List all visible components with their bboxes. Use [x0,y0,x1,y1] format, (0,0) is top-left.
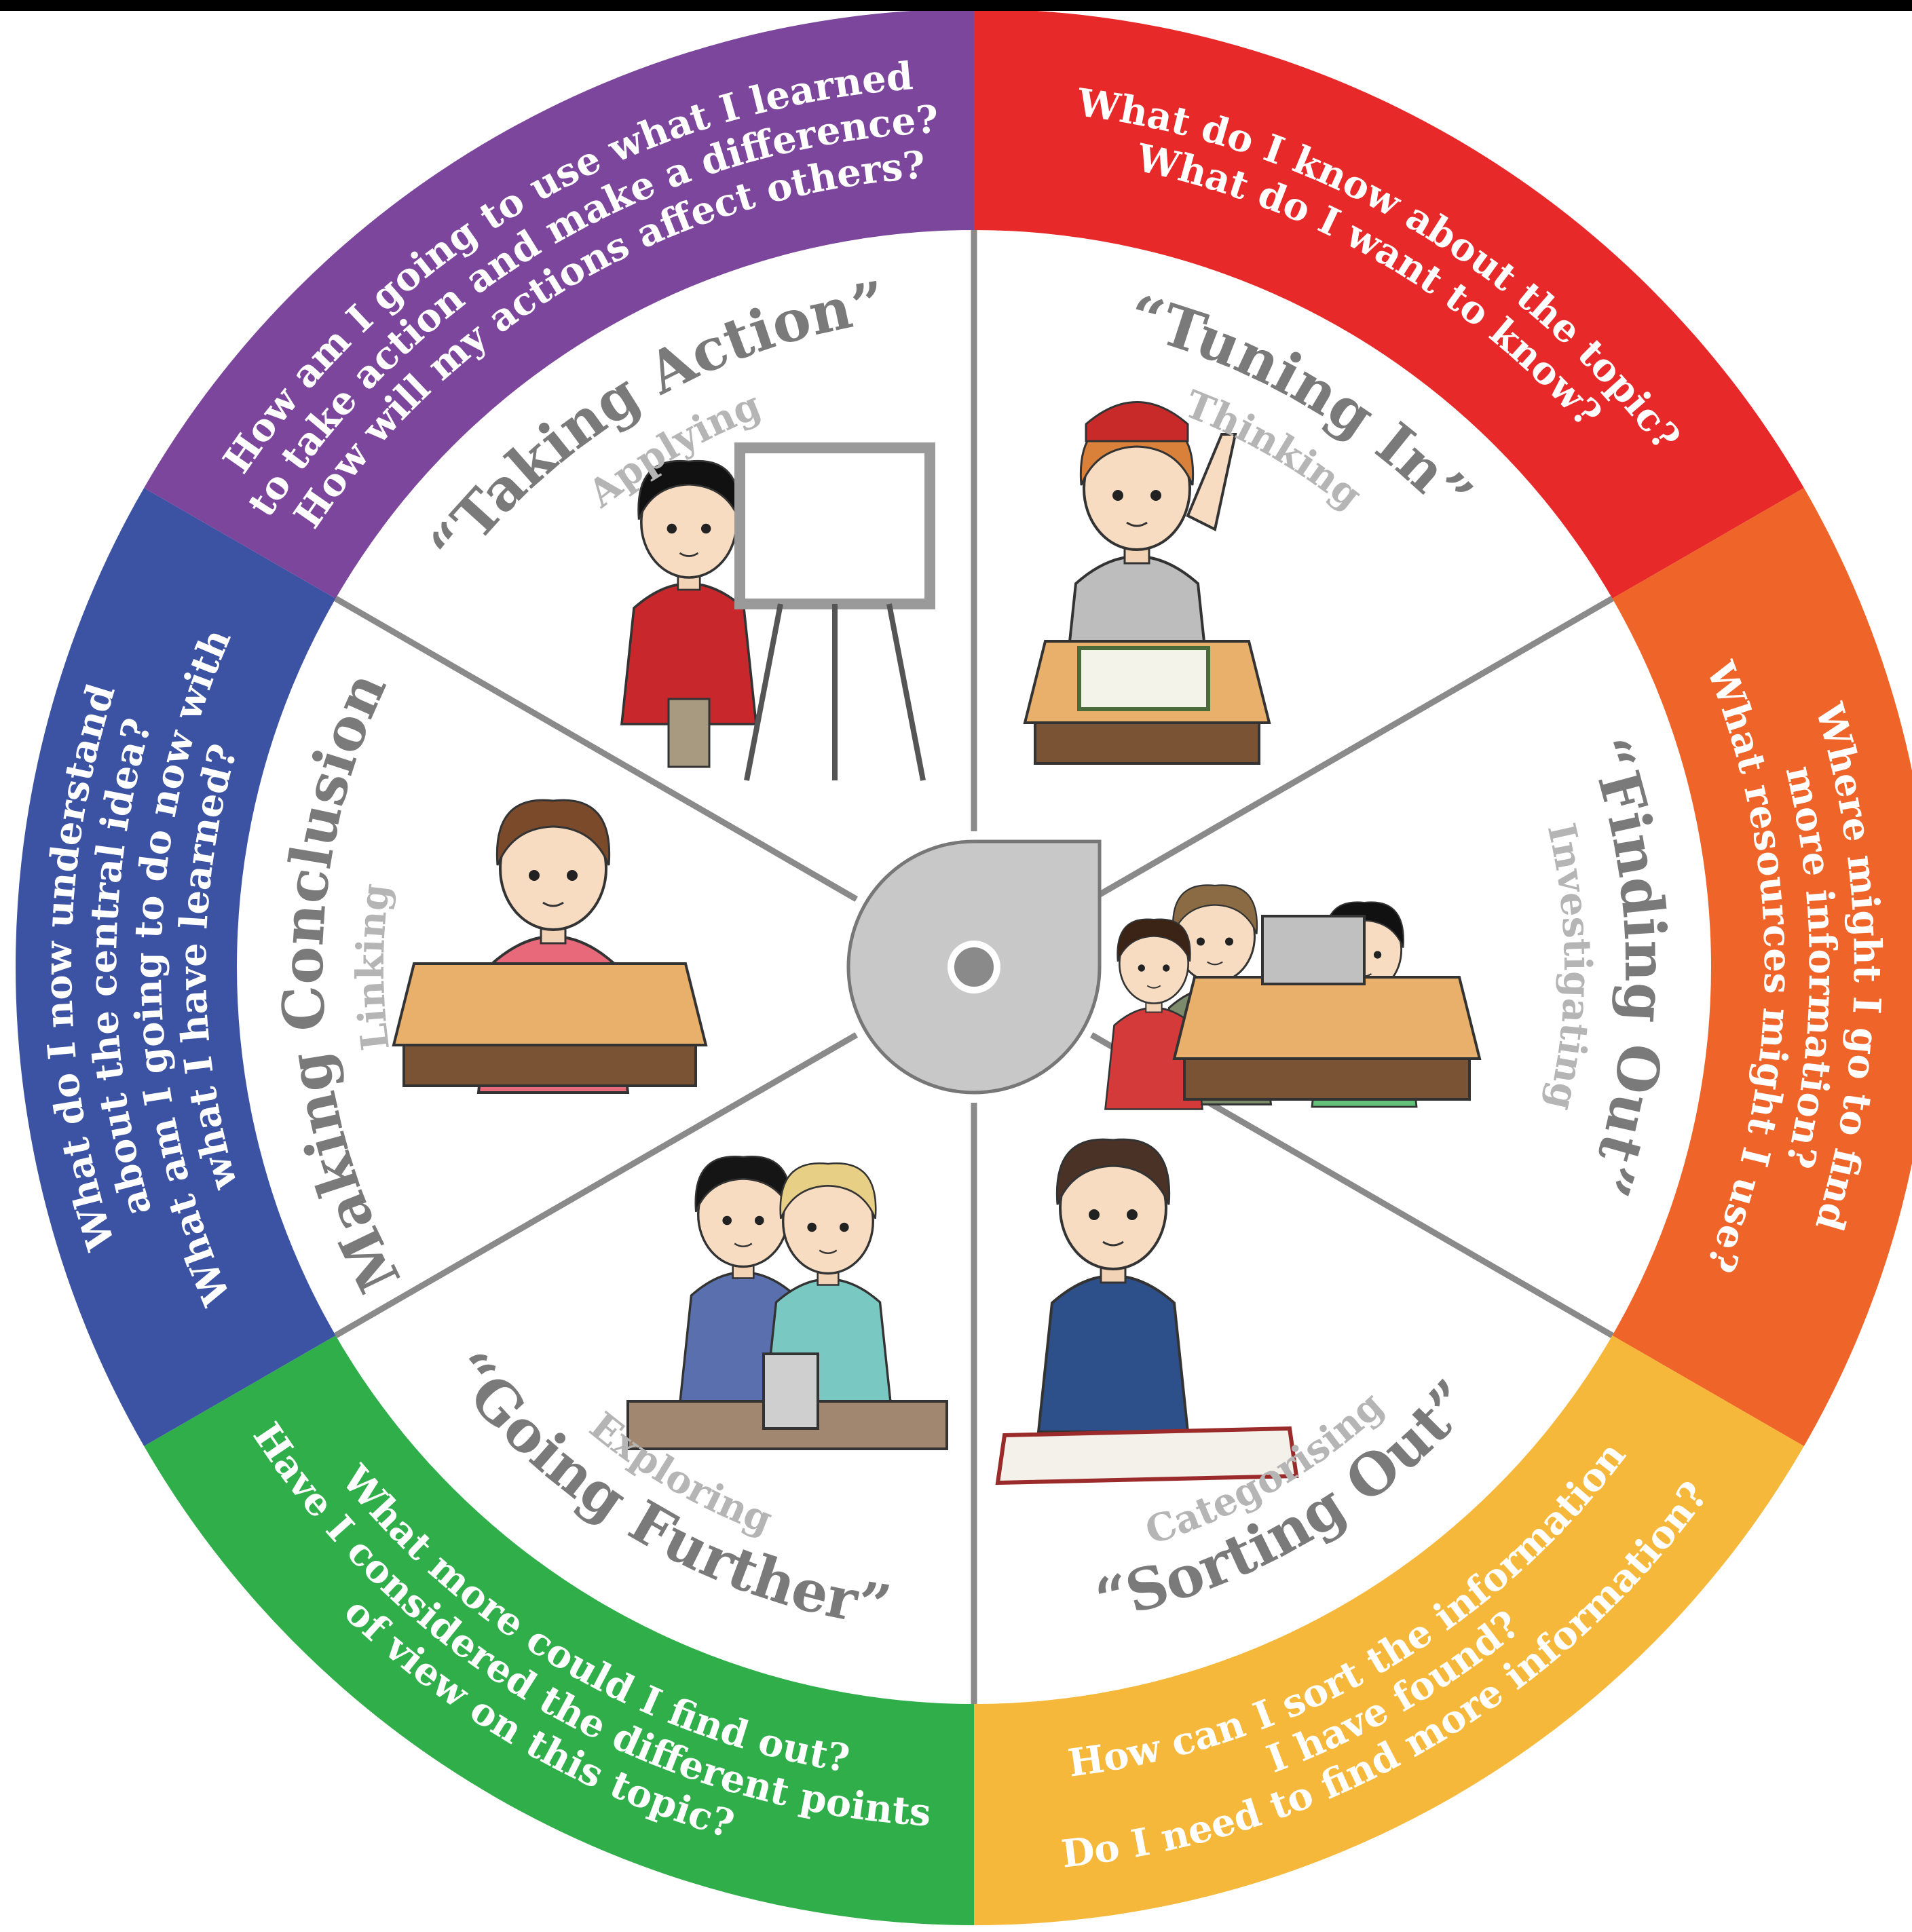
student-left [1104,918,1203,1110]
divider-line [1089,596,1614,902]
raised-hand [1186,433,1237,531]
divider-line [334,596,859,902]
whiteboard-easel [734,442,935,781]
open-book [1077,646,1210,711]
top-border [0,0,1912,11]
notebook [995,1426,1299,1485]
student-writing [1036,1138,1190,1433]
stage-subtitle-making-conclusions: Linking [348,882,398,1053]
spinner-pin [948,941,1000,993]
laptop [1261,915,1366,985]
tablet [762,1352,819,1430]
desk-making-conclusions [392,962,708,1087]
center-hub [846,839,1102,1095]
divider-line [334,1032,859,1338]
presenter-legs [667,698,711,768]
stage-subtitle-making-conclusions-path: Linking [348,882,398,1053]
desk-finding-out [1172,976,1482,1101]
illustrations [392,401,1482,1485]
red-cap [1085,401,1189,442]
whiteboard [734,442,935,609]
